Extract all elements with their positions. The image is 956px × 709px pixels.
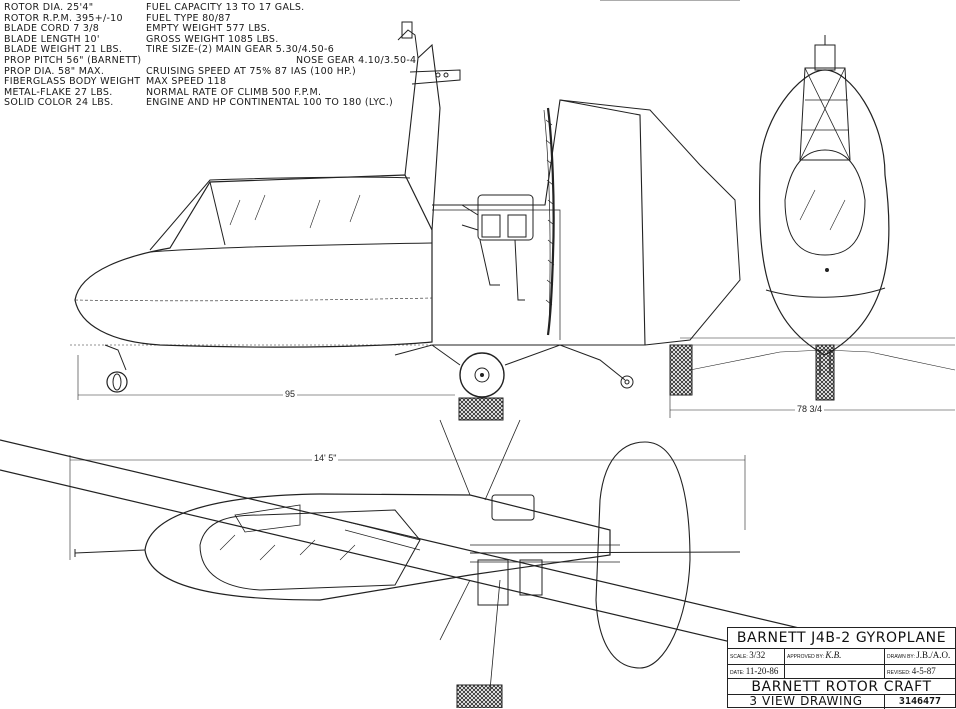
drawing-number: 3146477 bbox=[898, 696, 942, 707]
scale-value: 3/32 bbox=[749, 650, 766, 660]
spec-tire-main: TIRE SIZE-(2) MAIN GEAR 5.30/4.50-6 bbox=[146, 44, 335, 56]
spec-max-speed: MAX SPEED 118 bbox=[146, 76, 227, 88]
spec-solid-color: SOLID COLOR 24 LBS. bbox=[4, 97, 114, 109]
specs-left-list: ROTOR DIA. 25'4" ROTOR R.P.M. 395+/-10 B… bbox=[4, 2, 142, 109]
spec-rate-climb: NORMAL RATE OF CLIMB 500 F.P.M. bbox=[146, 86, 322, 98]
scale-cell: SCALE: 3/32 bbox=[728, 649, 785, 664]
side-view bbox=[70, 21, 741, 421]
approved-signature: K.B. bbox=[825, 650, 842, 660]
spec-blade-cord: BLADE CORD 7 3/8 bbox=[4, 23, 100, 35]
date-label: DATE: bbox=[730, 670, 745, 676]
approved-cell-continued bbox=[785, 665, 885, 678]
dimension-side-length: 95 bbox=[283, 389, 298, 399]
specs-right-list: FUEL CAPACITY 13 TO 17 GALS. FUEL TYPE 8… bbox=[146, 2, 417, 109]
drawn-value: J.B./A.O. bbox=[916, 650, 951, 660]
spec-prop-dia: PROP DIA. 58" MAX. bbox=[4, 65, 105, 77]
dimension-rotor-span: 14' 5" bbox=[312, 453, 339, 463]
spec-rotor-dia: ROTOR DIA. 25'4" bbox=[4, 2, 94, 13]
scale-label: SCALE: bbox=[730, 654, 748, 660]
spec-prop-pitch: PROP PITCH 56" (BARNETT) bbox=[4, 54, 142, 66]
title-block-meta-row-2: DATE: 11-20-86 REVISED: 4-5-87 bbox=[728, 665, 955, 679]
spec-engine: ENGINE AND HP CONTINENTAL 100 TO 180 (LY… bbox=[146, 97, 394, 109]
drawn-label: DRAWN BY: bbox=[887, 654, 915, 660]
spec-blade-weight: BLADE WEIGHT 21 LBS. bbox=[4, 44, 123, 56]
revised-cell: REVISED: 4-5-87 bbox=[885, 665, 955, 678]
spec-gross-weight: GROSS WEIGHT 1085 LBS. bbox=[146, 33, 279, 45]
spec-metal-flake: METAL-FLAKE 27 LBS. bbox=[4, 86, 113, 98]
spec-tire-nose: NOSE GEAR 4.10/3.50-4 bbox=[296, 54, 417, 66]
spec-cruise-speed: CRUISING SPEED AT 75% 87 IAS (100 HP.) bbox=[146, 65, 356, 77]
drawing-name: 3 VIEW DRAWING bbox=[728, 695, 885, 709]
spec-blade-length: BLADE LENGTH 10' bbox=[4, 33, 100, 45]
spec-fuel-type: FUEL TYPE 80/87 bbox=[146, 12, 231, 24]
title-block-bottom-row: 3 VIEW DRAWING 3146477 bbox=[728, 695, 955, 709]
revised-value: 4-5-87 bbox=[911, 666, 936, 676]
title-block: BARNETT J4B-2 GYROPLANE SCALE: 3/32 APPR… bbox=[727, 627, 956, 709]
company-name: BARNETT ROTOR CRAFT bbox=[728, 679, 955, 695]
spec-fuel-capacity: FUEL CAPACITY 13 TO 17 GALS. bbox=[146, 2, 305, 13]
front-view bbox=[669, 35, 956, 418]
drawn-cell: DRAWN BY: J.B./A.O. bbox=[885, 649, 955, 664]
date-value: 11-20-86 bbox=[745, 666, 779, 676]
approved-cell: APPROVED BY: K.B. bbox=[785, 649, 885, 664]
spec-empty-weight: EMPTY WEIGHT 577 LBS. bbox=[146, 23, 271, 35]
approved-label: APPROVED BY: bbox=[787, 654, 824, 660]
spec-rotor-rpm: ROTOR R.P.M. 395+/-10 bbox=[4, 12, 123, 24]
dimension-front-width: 78 3/4 bbox=[795, 404, 825, 414]
spec-body-weight: FIBERGLASS BODY WEIGHT bbox=[4, 76, 141, 88]
drawing-title: BARNETT J4B-2 GYROPLANE bbox=[728, 628, 955, 649]
title-block-meta-row-1: SCALE: 3/32 APPROVED BY: K.B. DRAWN BY: … bbox=[728, 649, 955, 665]
revised-label: REVISED: bbox=[887, 670, 911, 676]
date-cell: DATE: 11-20-86 bbox=[728, 665, 785, 678]
